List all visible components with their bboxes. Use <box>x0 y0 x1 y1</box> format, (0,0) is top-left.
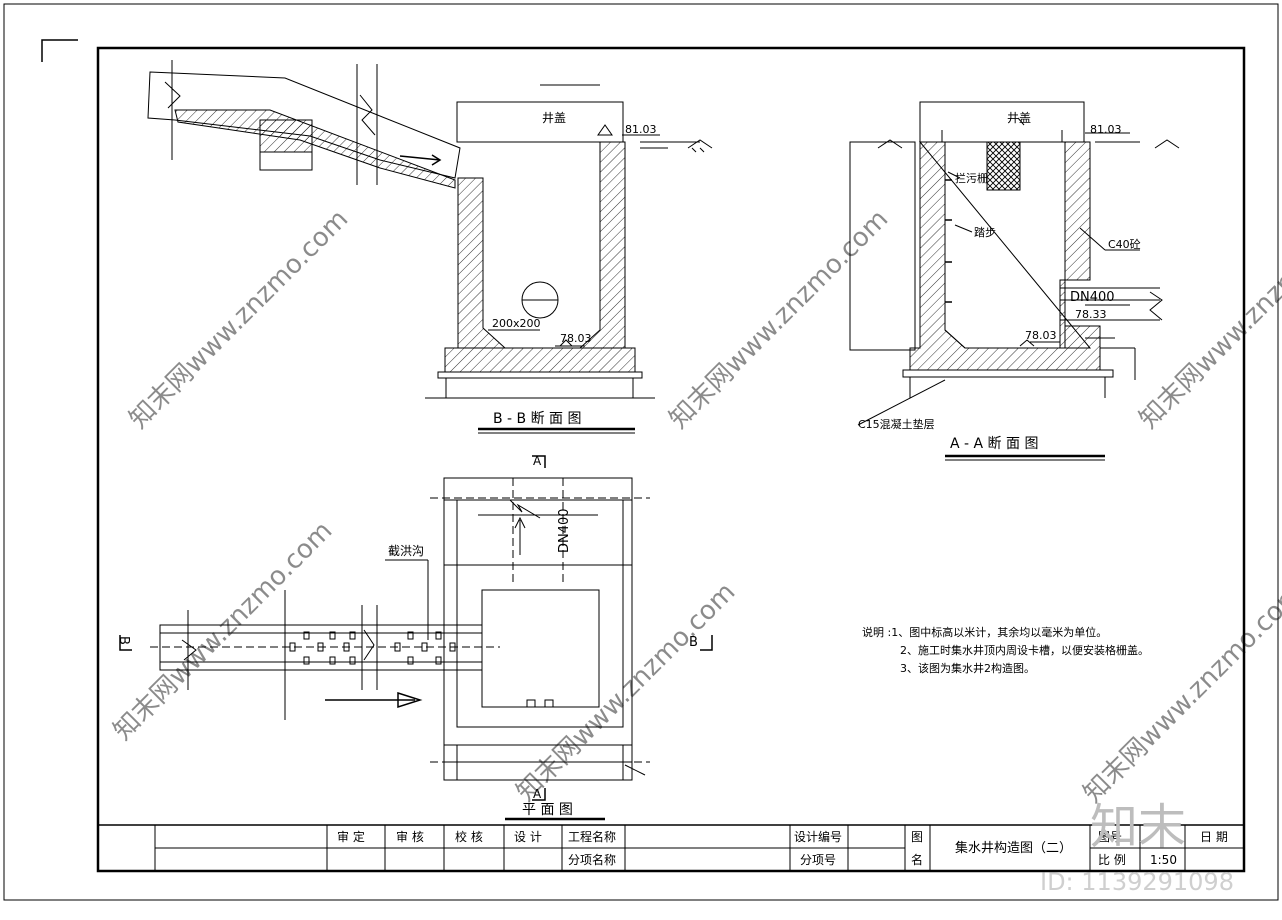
aa-pipe-elev: 78.33 <box>1075 308 1107 321</box>
watermark-site-3: 知末网www.znzmo.com <box>1134 204 1282 435</box>
bb-pipe-size: 200x200 <box>492 317 541 330</box>
plan-cut-bottom: A <box>533 787 542 801</box>
watermark-site-5: 知末网www.znzmo.com <box>511 577 742 808</box>
drawing-title: 集水井构造图（二） <box>955 840 1072 856</box>
plan-ditch-label: 截洪沟 <box>388 544 424 558</box>
bb-bottom-elev: 78.03 <box>560 332 592 345</box>
aa-bottom-elev: 78.03 <box>1025 329 1057 342</box>
aa-pipe-label: DN400 <box>1070 290 1115 305</box>
watermark-site-1: 知末网www.znzmo.com <box>124 204 355 435</box>
aa-concrete-label: C40砼 <box>1108 238 1141 251</box>
section-bb: 井盖 81.03 200x200 78.03 B - B 断 面 图 <box>147 60 713 434</box>
watermark-brand: 知末 <box>1090 799 1186 855</box>
plan-cut-top: A <box>533 454 542 468</box>
design-no-label: 设计编号 <box>794 829 842 844</box>
bb-cover-label: 井盖 <box>542 111 566 125</box>
aa-steps-label: 踏步 <box>974 225 996 239</box>
watermark-site-6: 知末网www.znzmo.com <box>1078 578 1282 809</box>
aa-section-title: A - A 断 面 图 <box>950 436 1038 452</box>
sub-no-label: 分项号 <box>800 853 836 867</box>
project-name-label: 工程名称 <box>568 829 616 844</box>
ditch-grate-slots <box>289 631 456 665</box>
note-1: 说明 :1、图中标高以米计，其余均以毫米为单位。 <box>862 625 1107 639</box>
plan-title: 平 面 图 <box>522 802 573 818</box>
watermark-site-4: 知末网www.znzmo.com <box>108 516 339 747</box>
review-check: 审 核 <box>396 829 424 844</box>
plan-view: B B A A 截洪沟 DN400 平 面 图 <box>116 454 713 821</box>
note-3: 3、该图为集水井2构造图。 <box>900 661 1035 675</box>
fig-no-label: 图号 <box>1098 830 1122 844</box>
drawing-name-2: 名 <box>911 852 923 867</box>
date-label: 日 期 <box>1200 830 1228 844</box>
scale-label: 比 例 <box>1098 853 1126 867</box>
bb-ground-elev: 81.03 <box>625 123 657 136</box>
drawing-name-1: 图 <box>911 830 923 844</box>
sub-item-label: 分项名称 <box>568 852 616 867</box>
review-approve: 审 定 <box>337 829 365 844</box>
section-aa: 井盖 81.03 拦污栅 踏步 C40砼 DN400 78.33 78.03 C… <box>849 101 1180 461</box>
plan-cut-left: B <box>116 636 131 645</box>
notes: 说明 :1、图中标高以米计，其余均以毫米为单位。 2、施工时集水井顶内周设卡槽，… <box>862 625 1149 675</box>
watermark-id: ID: 1139291098 <box>1040 868 1234 896</box>
sheet-border <box>3 3 1279 901</box>
note-2: 2、施工时集水井顶内周设卡槽，以便安装格栅盖。 <box>900 643 1149 657</box>
review-design: 设 计 <box>514 830 542 844</box>
bb-section-title: B - B 断 面 图 <box>493 411 582 427</box>
watermark-site-2: 知末网www.znzmo.com <box>664 204 895 435</box>
aa-ground-elev: 81.03 <box>1090 123 1122 136</box>
scale-value: 1:50 <box>1150 853 1177 867</box>
review-verify: 校 核 <box>455 829 483 844</box>
aa-cushion-label: C15混凝土垫层 <box>858 417 935 431</box>
title-block: 审 定 审 核 校 核 设 计 工程名称 分项名称 设计编号 分项号 图 名 集… <box>97 824 1245 872</box>
plan-cut-right: B <box>689 635 698 650</box>
aa-cover-label: 井盖 <box>1007 111 1031 125</box>
plan-pipe-label: DN400 <box>557 508 572 553</box>
aa-grate-label: 拦污栅 <box>955 171 988 185</box>
